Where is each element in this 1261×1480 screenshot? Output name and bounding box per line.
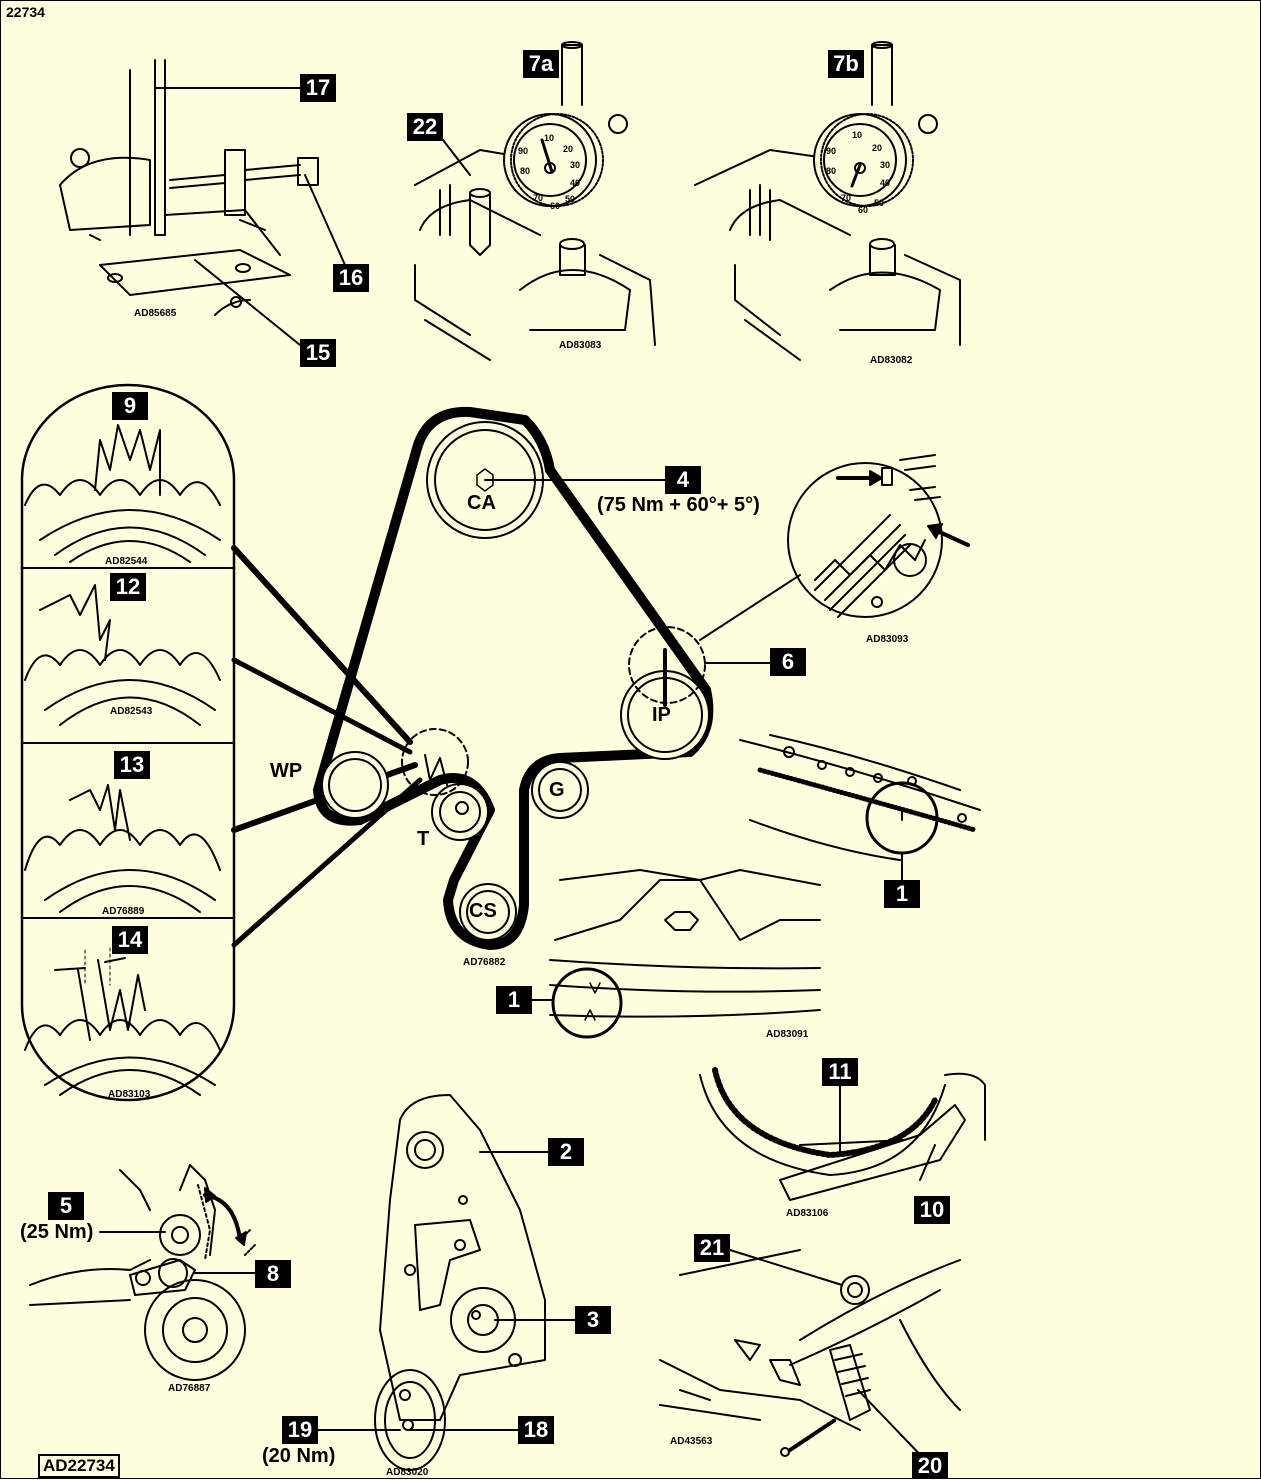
ref-detail-9: AD82544: [105, 556, 148, 567]
dial-a-number-20: 20: [563, 144, 574, 154]
timing-belt-layout: [313, 406, 714, 950]
dial-a-number-60: 60: [550, 201, 561, 211]
dial-a-number-30: 30: [570, 160, 581, 170]
flywheel-locking-tool: [699, 1067, 986, 1201]
callout-15: 15: [300, 339, 336, 367]
callout-3: 3: [575, 1306, 611, 1334]
dial-b-number-80: 80: [826, 166, 837, 176]
ref-dial-gauge-a: AD83083: [559, 340, 602, 351]
dial-b-number-20: 20: [872, 143, 883, 153]
pulley-label-tensioner: T: [417, 828, 430, 850]
ref-tensioner: AD76887: [168, 1383, 211, 1394]
ref-flywheel-mark: AD83091: [766, 1029, 809, 1040]
dial-b-number-10: 10: [852, 130, 863, 140]
torque-camshaft: (75 Nm + 60°+ 5°): [597, 494, 760, 516]
torque-pump-pulley: (20 Nm): [262, 1445, 336, 1467]
dial-a-number-70: 70: [533, 193, 544, 203]
tooth-detail-capsule: [20, 383, 236, 1102]
dial-b-number-50: 50: [874, 198, 885, 208]
dial-a-number-10: 10: [544, 133, 555, 143]
dial-b-number-60: 60: [858, 205, 869, 215]
callout-9: 9: [112, 392, 148, 420]
callout-7a: 7a: [523, 50, 559, 78]
callout-8: 8: [255, 1260, 291, 1288]
pulley-label-camshaft: CA: [467, 492, 496, 514]
dial-gauge-a-illustration: [414, 41, 656, 361]
puller-tool-illustration: [59, 59, 319, 316]
torque-tensioner: (25 Nm): [20, 1221, 94, 1243]
callout-10: 10: [914, 1196, 950, 1224]
dial-gauge-b-illustration: [694, 41, 961, 361]
callout-19: 19: [282, 1416, 318, 1444]
dial-b-number-40: 40: [880, 178, 891, 188]
injection-pump-bracket: [314, 1094, 576, 1471]
callout-21: 21: [694, 1234, 730, 1262]
ref-pump-detail: AD83093: [866, 634, 909, 645]
ref-detail-14: AD83103: [108, 1089, 151, 1100]
tensioner-detail: [29, 1164, 256, 1381]
ref-puller-tool: AD85685: [134, 308, 177, 319]
dial-b-number-90: 90: [826, 146, 837, 156]
dial-a-number-50: 50: [565, 194, 576, 204]
callout-7b: 7b: [828, 50, 864, 78]
callout-11: 11: [822, 1058, 858, 1086]
callout-6: 6: [770, 648, 806, 676]
callout-12: 12: [110, 573, 146, 601]
callout-18: 18: [518, 1416, 554, 1444]
callout-2: 2: [548, 1138, 584, 1166]
ref-bracket: AD83020: [386, 1467, 429, 1478]
callout-1-lower: 1: [496, 986, 532, 1014]
dial-b-number-70: 70: [841, 193, 852, 203]
callout-13: 13: [114, 751, 150, 779]
pulley-label-guide: G: [549, 779, 565, 801]
dial-a-number-90: 90: [518, 146, 529, 156]
dial-a-number-80: 80: [520, 166, 531, 176]
dial-a-number-40: 40: [570, 178, 581, 188]
ref-crank-tool: AD43563: [670, 1436, 713, 1447]
dial-b-number-30: 30: [880, 160, 891, 170]
callout-1-upper: 1: [884, 880, 920, 908]
pulley-label-crankshaft: CS: [469, 900, 497, 922]
ref-flywheel-lock: AD83106: [786, 1208, 829, 1219]
callout-4: 4: [665, 466, 701, 494]
pulley-label-water-pump: WP: [270, 760, 303, 782]
ref-belt-layout: AD76882: [463, 957, 506, 968]
crank-pulley-tool: [659, 1249, 961, 1466]
callout-16: 16: [333, 264, 369, 292]
ref-detail-12: AD82543: [110, 706, 153, 717]
callout-22: 22: [407, 113, 443, 141]
figure-id: 22734: [6, 4, 45, 20]
injection-pump-detail: [787, 454, 970, 618]
flywheel-detail-upper: [739, 734, 981, 881]
flywheel-detail-lower: [522, 869, 821, 1039]
main-reference-code: AD22734: [38, 1454, 120, 1478]
ref-dial-gauge-b: AD83082: [870, 355, 913, 366]
callout-5: 5: [48, 1192, 84, 1220]
ref-detail-13: AD76889: [102, 906, 145, 917]
callout-17: 17: [300, 74, 336, 102]
pulley-label-injection-pump: IP: [652, 704, 671, 726]
callout-20: 20: [912, 1452, 948, 1479]
callout-14: 14: [112, 926, 148, 954]
